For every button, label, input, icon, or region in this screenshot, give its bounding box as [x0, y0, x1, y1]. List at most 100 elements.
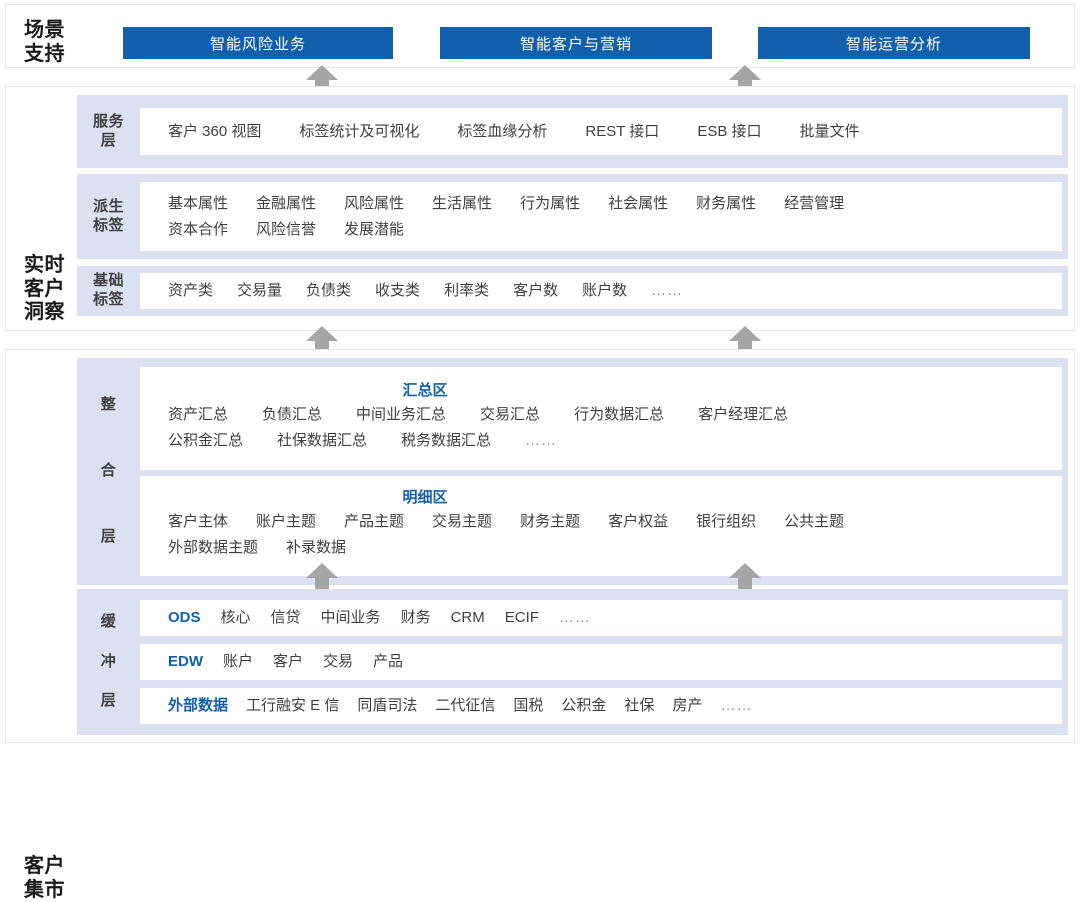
derived-tag-capital-coop[interactable]: 资本合作	[168, 220, 229, 238]
detail-item-customer-entity[interactable]: 客户主体	[168, 513, 229, 530]
detail-item-external-data-subject[interactable]: 外部数据主题	[168, 539, 259, 556]
buffer-layer-label-char-1: 缓	[100, 613, 117, 631]
detail-item-transaction-subject[interactable]: 交易主题	[432, 513, 493, 530]
derived-tags-group: 派生 标签 基本属性 金融属性 风险属性 生活属性 行为属性 社会属性 财务属性…	[77, 174, 1068, 259]
arrow-up-icon-buffer-to-integrate-right	[728, 562, 762, 592]
derived-tag-financial[interactable]: 金融属性	[256, 194, 317, 212]
summary-item-asset[interactable]: 资产汇总	[168, 405, 229, 423]
external-ellipsis: ……	[720, 697, 753, 714]
base-tag-liability[interactable]: 负债类	[306, 282, 352, 299]
ods-item-intermediate-business[interactable]: 中间业务	[320, 609, 381, 626]
derived-tag-potential[interactable]: 发展潜能	[344, 220, 405, 238]
derived-tags-label: 派生 标签	[92, 197, 124, 234]
service-item-rest-api[interactable]: REST 接口	[585, 122, 660, 140]
ods-item-finance[interactable]: 财务	[400, 609, 431, 626]
base-tag-ellipsis: ……	[651, 282, 684, 299]
external-data-row: 外部数据 工行融安 E 信 同盾司法 二代征信 国税 公积金 社保 房产 ……	[140, 688, 1062, 724]
derived-tag-management[interactable]: 经营管理	[784, 194, 845, 212]
service-item-batch-file[interactable]: 批量文件	[799, 122, 860, 140]
buffer-layer-label: 缓 冲 层	[77, 589, 140, 735]
detail-item-supplement-data[interactable]: 补录数据	[286, 539, 347, 556]
buffer-layer-label-char-3: 层	[100, 691, 117, 709]
derived-tag-risk[interactable]: 风险属性	[344, 194, 405, 212]
ods-row: ODS 核心 信贷 中间业务 财务 CRM ECIF ……	[140, 600, 1062, 636]
service-item-tag-lineage[interactable]: 标签血缘分析	[457, 122, 548, 140]
external-item-real-estate[interactable]: 房产	[672, 697, 703, 714]
arrow-up-icon-base-to-scene-left	[305, 64, 339, 94]
base-tag-interest-rate[interactable]: 利率类	[444, 282, 490, 299]
detail-item-account-subject[interactable]: 账户主题	[256, 513, 317, 530]
derived-tag-behavior[interactable]: 行为属性	[520, 194, 581, 212]
arrow-up-icon-buffer-to-integrate-left	[305, 562, 339, 592]
external-item-social-security[interactable]: 社保	[624, 697, 655, 714]
base-tag-income-expense[interactable]: 收支类	[375, 282, 421, 299]
detail-item-public-subject[interactable]: 公共主题	[784, 513, 845, 530]
derived-tags-row: 基本属性 金融属性 风险属性 生活属性 行为属性 社会属性 财务属性 经营管理 …	[140, 182, 1062, 251]
integration-layer-label-char-3: 层	[100, 528, 117, 546]
architecture-diagram: 场景 支持 智能风险业务 智能客户与营销 智能运营分析 实时 客户 洞察 服务 …	[5, 4, 1075, 901]
summary-item-intermediate-business[interactable]: 中间业务汇总	[356, 405, 447, 423]
external-item-icbc-rongan[interactable]: 工行融安 E 信	[246, 697, 340, 714]
ods-tag[interactable]: ODS	[168, 609, 201, 626]
base-tag-account-count[interactable]: 账户数	[582, 282, 628, 299]
edw-item-transaction[interactable]: 交易	[323, 653, 354, 670]
base-tags-group: 基础 标签 资产类 交易量 负债类 收支类 利率类 客户数 账户数 ……	[77, 266, 1068, 316]
derived-tag-risk-credit[interactable]: 风险信誉	[256, 220, 317, 238]
edw-item-product[interactable]: 产品	[373, 653, 404, 670]
external-item-second-gen-credit[interactable]: 二代征信	[435, 697, 496, 714]
summary-item-transaction[interactable]: 交易汇总	[480, 405, 541, 423]
detail-item-product-subject[interactable]: 产品主题	[344, 513, 405, 530]
edw-item-customer[interactable]: 客户	[273, 653, 304, 670]
scene-support-title: 场景 支持	[24, 19, 65, 65]
external-item-housing-fund[interactable]: 公积金	[561, 697, 607, 714]
summary-item-social-security[interactable]: 社保数据汇总	[277, 431, 368, 449]
scene-button-operation-analysis[interactable]: 智能运营分析	[758, 27, 1030, 59]
summary-ellipsis: ……	[525, 431, 558, 449]
external-data-tag[interactable]: 外部数据	[168, 697, 229, 714]
arrow-up-icon-mart-to-insight-right	[728, 325, 762, 355]
detail-item-customer-rights[interactable]: 客户权益	[608, 513, 669, 530]
integration-layer-label-char-2: 合	[100, 462, 117, 480]
detail-item-finance-subject[interactable]: 财务主题	[520, 513, 581, 530]
arrow-up-icon-mart-to-insight-left	[305, 325, 339, 355]
ods-item-credit[interactable]: 信贷	[270, 609, 301, 626]
service-item-customer-360[interactable]: 客户 360 视图	[168, 122, 262, 140]
base-tags-row: 资产类 交易量 负债类 收支类 利率类 客户数 账户数 ……	[140, 273, 1062, 309]
detail-zone-row: 明细区 客户主体 账户主题 产品主题 交易主题 财务主题 客户权益 银行组织 公…	[140, 476, 1062, 576]
derived-tag-basic[interactable]: 基本属性	[168, 194, 229, 212]
base-tag-transaction-volume[interactable]: 交易量	[237, 282, 283, 299]
summary-item-tax-data[interactable]: 税务数据汇总	[401, 431, 492, 449]
base-tags-label: 基础 标签	[92, 272, 124, 308]
summary-item-housing-fund[interactable]: 公积金汇总	[168, 431, 244, 449]
service-layer-row: 客户 360 视图 标签统计及可视化 标签血缘分析 REST 接口 ESB 接口…	[140, 108, 1062, 155]
ods-item-core[interactable]: 核心	[220, 609, 251, 626]
buffer-layer-group: 缓 冲 层 ODS 核心 信贷 中间业务 财务 CRM ECIF ……	[77, 589, 1068, 735]
edw-row: EDW 账户 客户 交易 产品	[140, 644, 1062, 680]
scene-button-risk-business[interactable]: 智能风险业务	[123, 27, 393, 59]
summary-item-account-manager[interactable]: 客户经理汇总	[698, 405, 789, 423]
base-tag-asset[interactable]: 资产类	[168, 282, 214, 299]
realtime-customer-insight-title: 实时 客户 洞察	[24, 254, 65, 324]
edw-tag[interactable]: EDW	[168, 653, 203, 670]
summary-item-liability[interactable]: 负债汇总	[262, 405, 323, 423]
service-item-tag-stats[interactable]: 标签统计及可视化	[299, 122, 420, 140]
ods-item-crm[interactable]: CRM	[450, 609, 485, 626]
summary-item-behavior-data[interactable]: 行为数据汇总	[574, 405, 665, 423]
integration-layer-label: 整 合 层	[77, 358, 140, 585]
scene-button-customer-marketing[interactable]: 智能客户与营销	[440, 27, 712, 59]
derived-tag-finance[interactable]: 财务属性	[696, 194, 757, 212]
edw-item-account[interactable]: 账户	[223, 653, 254, 670]
service-item-esb-api[interactable]: ESB 接口	[697, 122, 762, 140]
derived-tag-social[interactable]: 社会属性	[608, 194, 669, 212]
summary-zone-heading: 汇总区	[402, 381, 448, 399]
external-item-national-tax[interactable]: 国税	[513, 697, 544, 714]
detail-item-bank-org[interactable]: 银行组织	[696, 513, 757, 530]
ods-item-ecif[interactable]: ECIF	[504, 609, 539, 626]
external-item-tongdun-judicial[interactable]: 同盾司法	[357, 697, 418, 714]
derived-tag-life[interactable]: 生活属性	[432, 194, 493, 212]
arrow-up-icon-base-to-scene-right	[728, 64, 762, 94]
customer-mart-title: 客户 集市	[24, 855, 65, 901]
scene-support-panel: 场景 支持 智能风险业务 智能客户与营销 智能运营分析	[5, 4, 1075, 68]
base-tag-customer-count[interactable]: 客户数	[513, 282, 559, 299]
detail-zone-heading: 明细区	[402, 489, 448, 506]
